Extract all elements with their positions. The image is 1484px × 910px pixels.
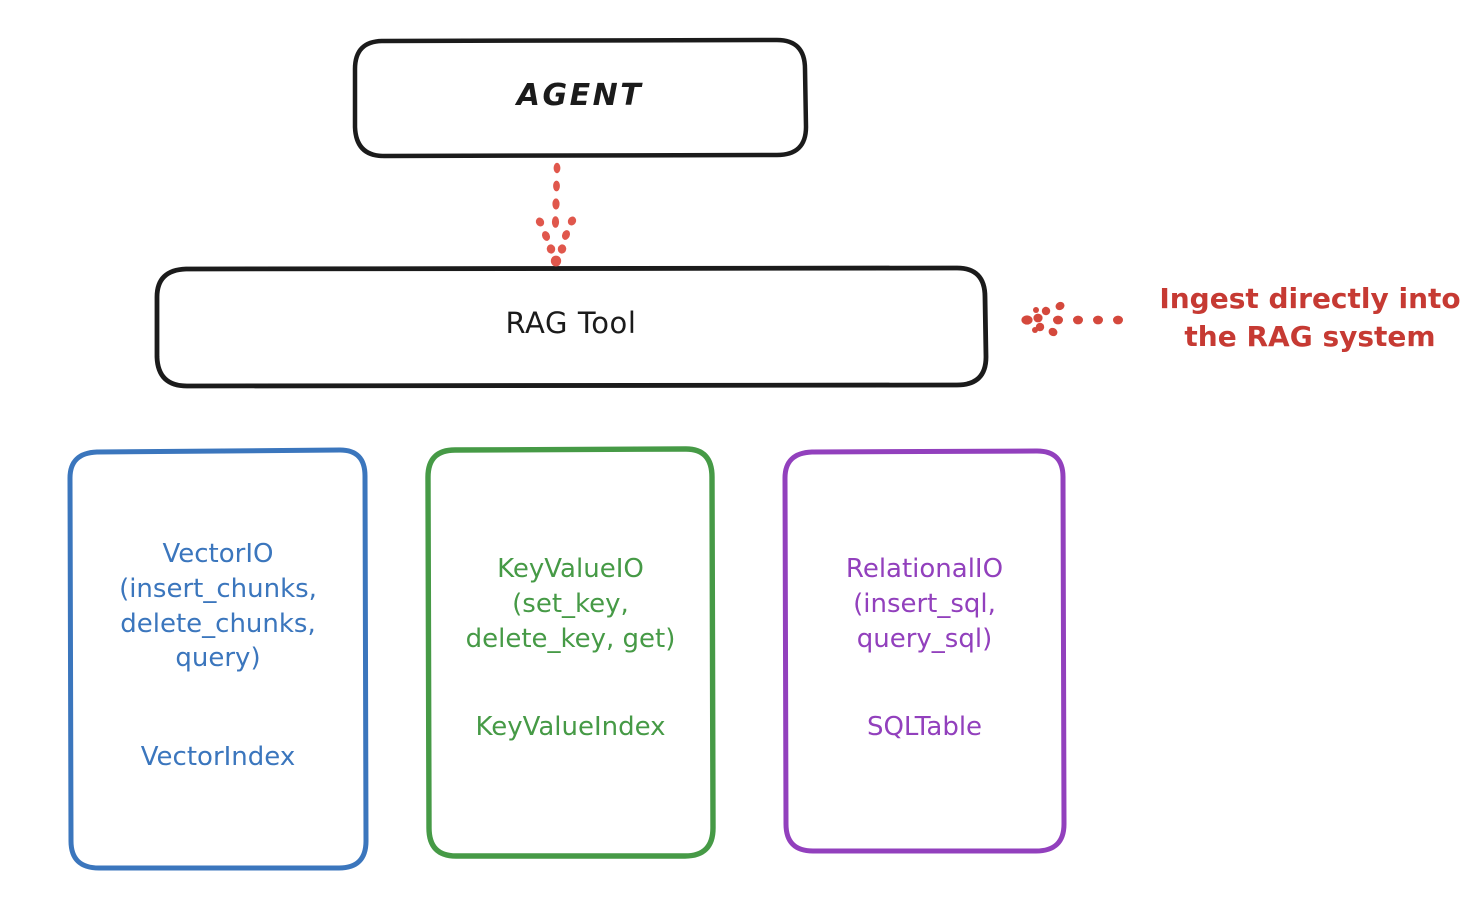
annotation-connector [1021, 301, 1123, 337]
keyvalue-index-label: KeyValueIndex [475, 712, 666, 742]
vector-io-api-label: VectorIO (insert_chunks, delete_chunks, … [119, 539, 317, 674]
relational-io-api-label: RelationalIO (insert_sql, query_sql) [845, 554, 1004, 654]
relational-io-box[interactable] [782, 448, 1067, 854]
keyvalue-io-box[interactable] [425, 446, 716, 859]
keyvalue-io-api-label: KeyValueIO (set_key, delete_key, get) [465, 554, 676, 654]
sql-table-label: SQLTable [866, 712, 983, 742]
ingest-annotation-label: Ingest directly into the RAG system [1159, 282, 1461, 353]
rag-tool-box[interactable] [154, 265, 989, 389]
agent-box[interactable] [352, 37, 809, 159]
vector-index-label: VectorIndex [140, 742, 296, 772]
vector-io-box[interactable] [67, 447, 369, 871]
agent-to-rag-connector [535, 162, 577, 267]
